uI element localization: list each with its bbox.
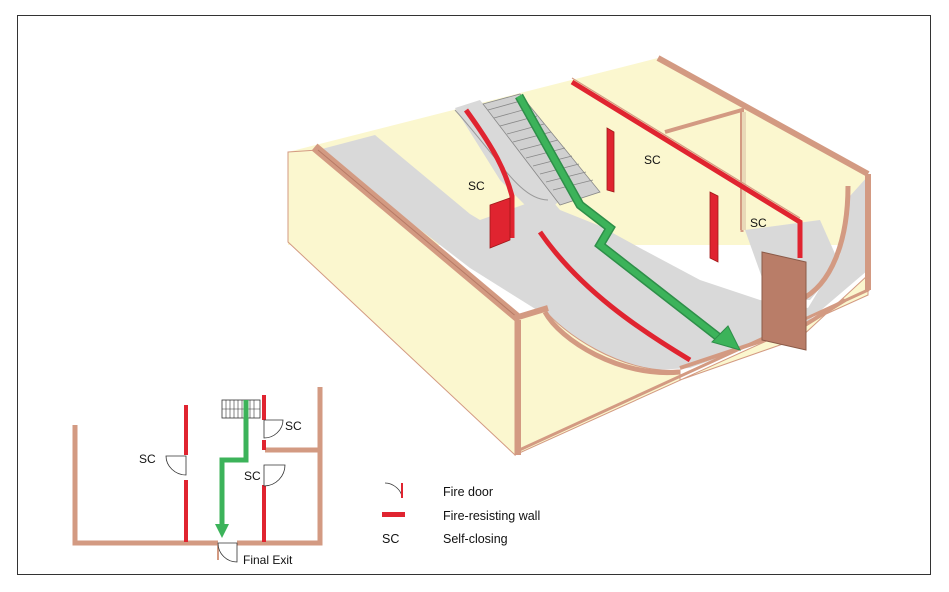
iso-sc-label-middle: SC — [644, 153, 661, 167]
isometric-building: SC SC SC — [287, 55, 871, 457]
plan-fire-door-middle — [263, 464, 286, 487]
legend-self-closing-label: Self-closing — [443, 532, 508, 546]
fire-door-symbol-icon — [384, 482, 403, 499]
plan-final-exit-door — [217, 542, 238, 563]
iso-fire-door-middle — [606, 127, 615, 193]
legend: Fire door Fire-resisting wall SC Self-cl… — [382, 482, 540, 546]
iso-fire-walls — [463, 77, 803, 363]
plan-sc-label-top-right: SC — [285, 419, 302, 433]
floor-plan: SC SC SC Final Exit — [72, 387, 323, 567]
plan-stairs — [221, 399, 261, 419]
plan-escape-route-arrow — [215, 400, 249, 538]
legend-self-closing: SC Self-closing — [382, 532, 508, 546]
iso-fire-door-left — [489, 197, 511, 249]
legend-sc-symbol: SC — [382, 532, 399, 546]
plan-final-exit-label: Final Exit — [243, 553, 293, 567]
plan-sc-label-left: SC — [139, 452, 156, 466]
iso-sc-label-right: SC — [750, 216, 767, 230]
iso-escape-route-arrow — [515, 93, 741, 351]
legend-fire-door: Fire door — [384, 482, 493, 499]
exit-door — [761, 251, 807, 351]
legend-fire-wall-label: Fire-resisting wall — [443, 509, 540, 523]
fire-wall-symbol-icon — [382, 512, 405, 517]
legend-fire-wall: Fire-resisting wall — [382, 509, 540, 523]
legend-fire-door-label: Fire door — [443, 485, 493, 499]
plan-fire-door-top-right — [263, 419, 284, 439]
plan-sc-label-middle: SC — [244, 469, 261, 483]
iso-fire-door-right — [709, 191, 719, 263]
iso-sc-label-left: SC — [468, 179, 485, 193]
plan-fire-door-left — [165, 455, 187, 476]
corridor-floor — [318, 135, 868, 372]
